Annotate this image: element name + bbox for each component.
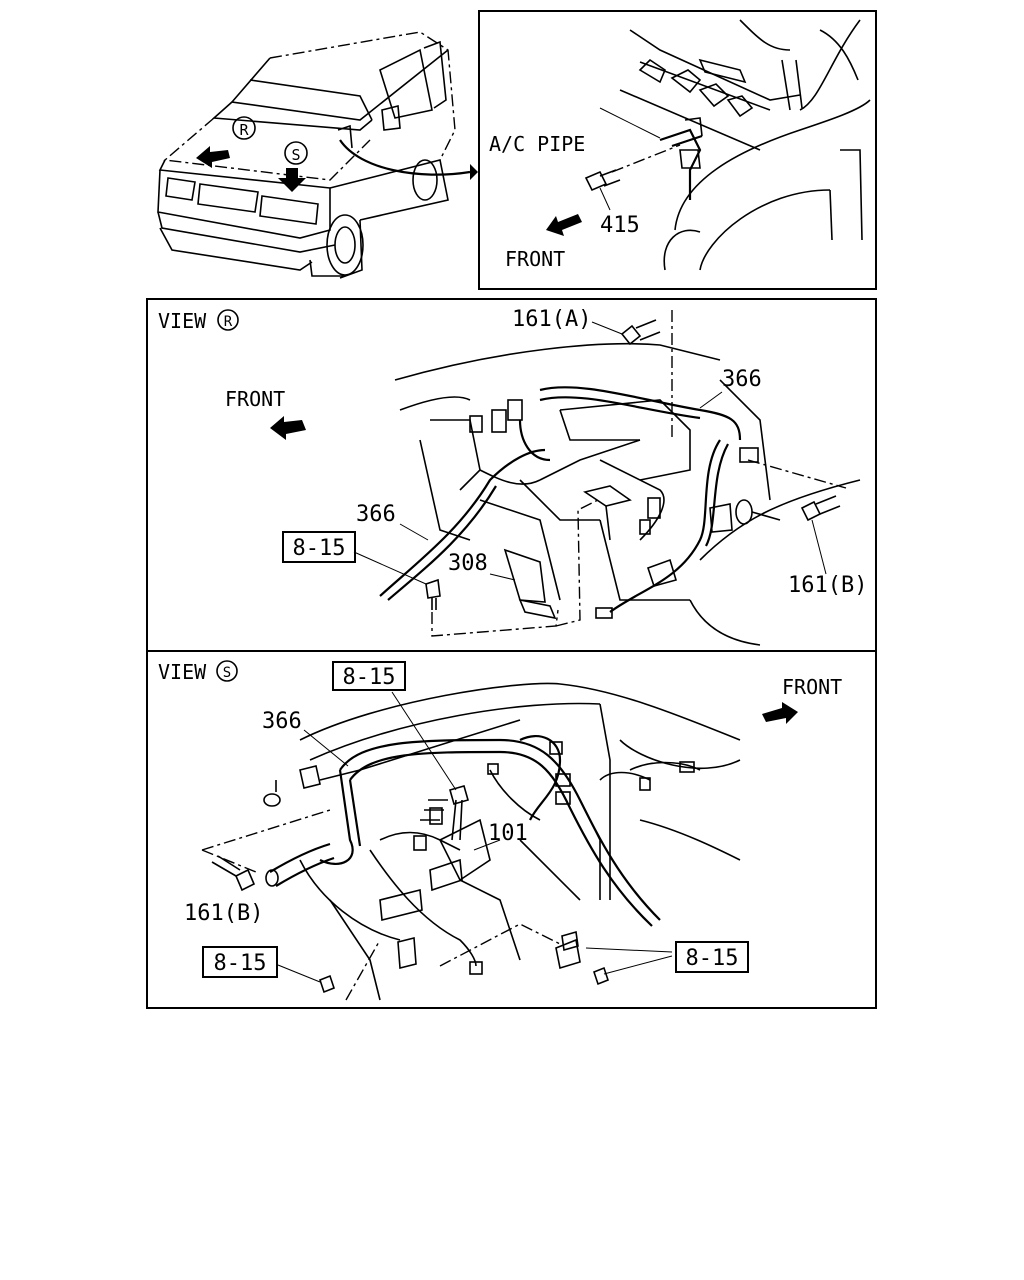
part-366-view-s-label: 366 xyxy=(262,709,302,734)
part-101-label: 101 xyxy=(488,821,528,846)
view-r-title-marker: R xyxy=(224,314,233,330)
view-s-title-circle xyxy=(216,660,238,682)
view-s-marker-label: S xyxy=(291,146,300,164)
ref-8-15-view-s-right-box xyxy=(675,941,749,973)
ref-8-15-view-r-box xyxy=(282,531,356,563)
part-308-label: 308 xyxy=(448,551,488,576)
view-s-direction-arrow xyxy=(278,168,306,192)
view-s-front-arrow xyxy=(762,702,798,724)
inset-front-label: FRONT xyxy=(505,247,565,271)
clip-8-15-right xyxy=(593,966,609,986)
inset-front-arrow xyxy=(546,214,582,236)
bolt-8-15-view-s xyxy=(451,799,463,841)
view-r-marker-label: R xyxy=(239,121,249,139)
view-r-marker-circle xyxy=(232,116,256,140)
part-161b-view-s-label: 161(B) xyxy=(184,901,263,926)
ref-8-15-view-r[interactable]: 8-15 xyxy=(293,536,346,561)
clip-8-15-left xyxy=(319,974,335,994)
bracket-101 xyxy=(438,818,491,882)
ref-8-15-view-s-left-box xyxy=(202,946,278,978)
view-s-title-marker: S xyxy=(223,665,231,681)
part-161a-label: 161(A) xyxy=(512,307,591,332)
view-r-title-circle xyxy=(217,309,239,331)
bolt-161b-view-s xyxy=(234,868,256,892)
view-s-title: VIEW xyxy=(158,660,207,684)
view-s-illustration xyxy=(201,682,741,1001)
part-415-label: 415 xyxy=(600,213,640,238)
view-r-front-arrow xyxy=(270,416,306,440)
ac-pipe-inset-frame xyxy=(478,10,877,290)
bracket-308 xyxy=(503,548,546,603)
part-161b-view-r-label: 161(B) xyxy=(788,573,867,598)
view-s-marker-circle xyxy=(284,141,308,165)
bolt-161b-view-r xyxy=(800,500,822,522)
ref-8-15-view-s-left[interactable]: 8-15 xyxy=(214,951,267,976)
ref-8-15-view-s-right[interactable]: 8-15 xyxy=(686,946,739,971)
part-366-left-label: 366 xyxy=(356,502,396,527)
part-366-top-label: 366 xyxy=(722,367,762,392)
vehicle-illustration: R S xyxy=(157,31,478,279)
view-s-frame xyxy=(146,650,877,1009)
view-r-direction-arrow xyxy=(196,146,230,168)
view-r-illustration xyxy=(353,310,861,646)
bolt-161a xyxy=(620,324,642,346)
ac-pipe-inset xyxy=(546,19,871,271)
ref-8-15-view-s-top[interactable]: 8-15 xyxy=(343,665,396,690)
view-s-front-label: FRONT xyxy=(782,675,842,699)
view-r-front-label: FRONT xyxy=(225,387,285,411)
ac-pipe-label: A/C PIPE xyxy=(489,132,585,156)
view-r-title: VIEW xyxy=(158,309,207,333)
bolt-8-15-view-r xyxy=(425,578,441,599)
ref-8-15-view-s-top-box xyxy=(332,661,406,691)
